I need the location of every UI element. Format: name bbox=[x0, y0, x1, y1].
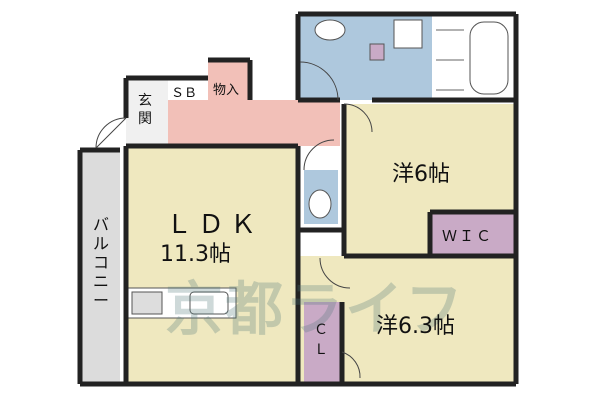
label-ldk-title: ＬＤＫ bbox=[166, 210, 263, 240]
wash-door bbox=[299, 61, 339, 101]
hallway bbox=[168, 100, 340, 146]
balcony bbox=[80, 150, 120, 384]
label-bedroom-6: 洋6帖 bbox=[392, 162, 450, 187]
stove bbox=[131, 291, 163, 315]
closet-door bbox=[341, 351, 361, 379]
bedroom-63-door bbox=[319, 257, 351, 289]
bedroom-6-door bbox=[343, 103, 373, 133]
closet bbox=[304, 302, 342, 384]
bathtub bbox=[469, 21, 509, 95]
genkan bbox=[126, 78, 168, 146]
storage bbox=[208, 60, 250, 100]
shoe-box bbox=[168, 78, 208, 100]
label-closet: ＣＬ bbox=[314, 322, 328, 358]
toilet-door bbox=[303, 139, 335, 171]
washer-pan bbox=[393, 19, 423, 49]
entry-door bbox=[95, 117, 127, 149]
washbasin bbox=[314, 19, 346, 41]
label-balcony: バルコニー bbox=[93, 215, 110, 310]
label-ldk-size: 11.3帖 bbox=[160, 242, 231, 267]
label-shoe-box: ＳＢ bbox=[171, 86, 198, 101]
watermark: 京都ライフ bbox=[165, 275, 466, 343]
ldk bbox=[126, 146, 298, 384]
label-genkan: 玄関 bbox=[138, 93, 152, 127]
label-storage: 物入 bbox=[213, 83, 240, 98]
walk-in-closet bbox=[430, 212, 516, 256]
label-wic: ＷＩＣ bbox=[442, 227, 494, 245]
label-bedroom-6-3: 洋6.3帖 bbox=[376, 314, 455, 339]
toilet bbox=[308, 189, 332, 219]
sink bbox=[189, 291, 229, 315]
